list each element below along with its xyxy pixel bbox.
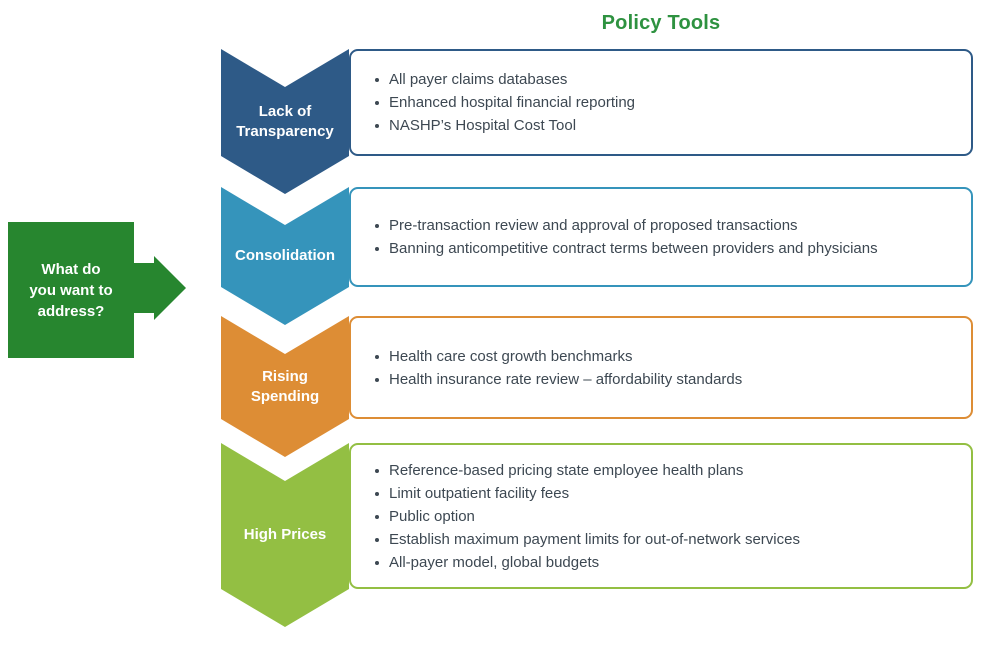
policy-box-consolidation: Pre-transaction review and approval of p… <box>349 187 973 287</box>
arrow-stem <box>133 263 154 313</box>
chevron-rising-spending: Rising Spending <box>221 316 349 457</box>
chevron-high-prices: High Prices <box>221 443 349 627</box>
bullet-list: Pre-transaction review and approval of p… <box>351 214 971 260</box>
bullet-item: Pre-transaction review and approval of p… <box>374 214 961 237</box>
arrow-right-icon <box>154 256 186 320</box>
policy-box-high-prices: Reference-based pricing state employee h… <box>349 443 973 589</box>
chevron-consolidation: Consolidation <box>221 187 349 325</box>
bullet-item: Enhanced hospital financial reporting <box>374 91 961 114</box>
bullet-item: Reference-based pricing state employee h… <box>374 459 961 482</box>
bullet-item: Health care cost growth benchmarks <box>374 345 961 368</box>
bullet-item: Banning anticompetitive contract terms b… <box>374 237 961 260</box>
bullet-item: Establish maximum payment limits for out… <box>374 528 961 551</box>
bullet-item: NASHP’s Hospital Cost Tool <box>374 114 961 137</box>
bullet-list: Reference-based pricing state employee h… <box>351 459 971 574</box>
chevron-label: Lack of Transparency <box>236 102 334 140</box>
chevron-label: High Prices <box>243 526 327 543</box>
bullet-item: Health insurance rate review – affordabi… <box>374 368 961 391</box>
chevron-label: Rising Spending <box>250 367 320 405</box>
prompt-box: What do you want to address? <box>8 222 134 358</box>
bullet-item: Limit outpatient facility fees <box>374 482 961 505</box>
bullet-item: Public option <box>374 505 961 528</box>
page-title: Policy Tools <box>601 12 721 34</box>
bullet-item: All payer claims databases <box>374 68 961 91</box>
bullet-item: All-payer model, global budgets <box>374 551 961 574</box>
chevron-lack-of-transparency: Lack of Transparency <box>221 49 349 194</box>
chevron-label: Consolidation <box>235 247 335 264</box>
